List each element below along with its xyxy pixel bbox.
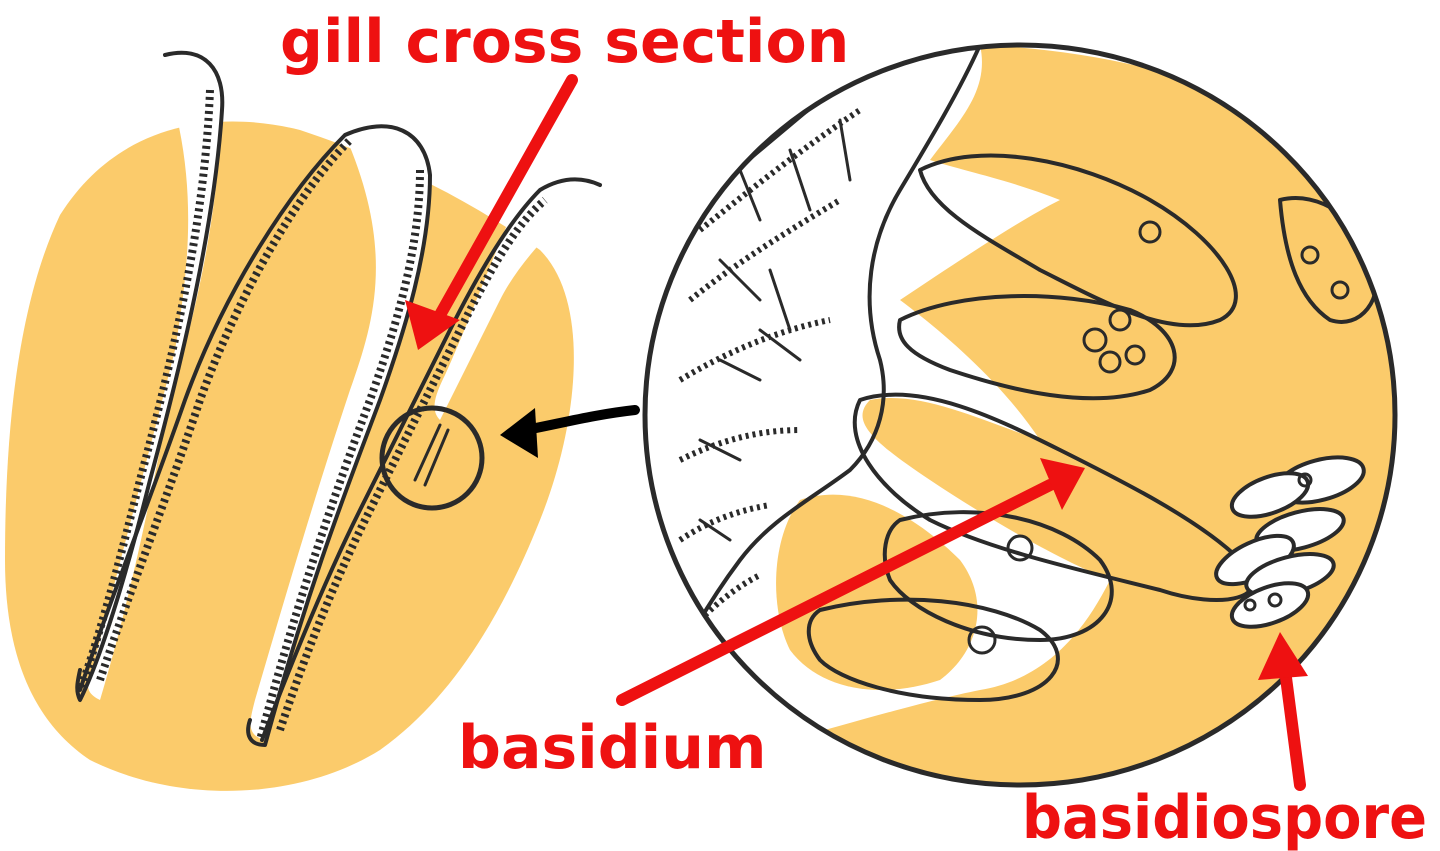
gill-outline-2 — [78, 124, 432, 747]
basidiospores — [1214, 455, 1366, 629]
gill-gap-1 — [88, 57, 223, 701]
gill-cross-section-arrow — [405, 74, 578, 350]
label-gill-cross-section: gill cross section — [280, 7, 849, 77]
gill-gap-3 — [434, 179, 600, 420]
gill-outline-3 — [260, 177, 602, 742]
basidiospore-arrow — [1258, 632, 1308, 791]
basidium-cell-5 — [806, 597, 1060, 702]
basidium-cell-4 — [882, 510, 1114, 642]
mushroom-cap-section — [5, 50, 602, 791]
label-basidium: basidium — [458, 713, 766, 783]
gill-outline-1 — [75, 50, 225, 702]
basidium-cell-1 — [918, 153, 1238, 328]
arrow-left-icon — [500, 405, 640, 458]
basidium-cell-2 — [897, 294, 1177, 401]
magnifier-circle-icon — [379, 405, 485, 511]
nuclei — [967, 220, 1350, 655]
magnified-view-border — [642, 42, 1398, 788]
gill-gap-2 — [250, 128, 430, 740]
cap-tissue — [5, 121, 574, 791]
basidium-cell-3 — [852, 392, 1255, 602]
basidium-arrow — [616, 458, 1085, 706]
label-basidiospore: basidiospore — [1022, 783, 1427, 851]
